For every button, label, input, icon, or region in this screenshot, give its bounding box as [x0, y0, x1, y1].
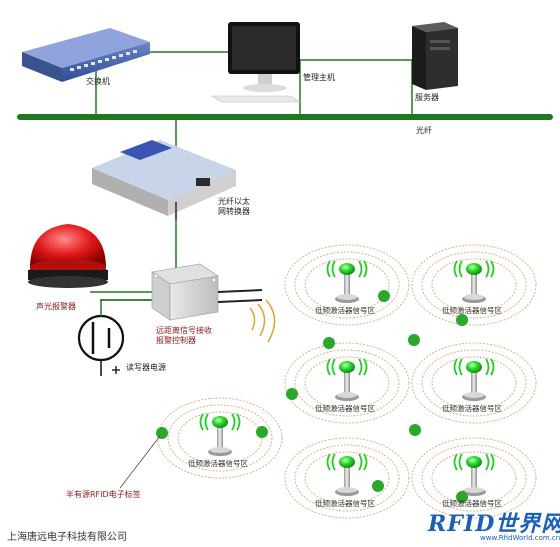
label-alarm: 声光报警器 — [36, 302, 76, 311]
host-computer — [210, 22, 302, 103]
antenna-pole — [471, 466, 477, 490]
rfid-tags — [156, 290, 468, 503]
zone-label-3: 低频激活器信号区 — [315, 404, 375, 413]
activator-zones — [157, 244, 537, 519]
alarm-controller — [151, 263, 263, 321]
activator-antenna-head — [339, 361, 355, 373]
label-controller-1: 远距离信号接收 — [156, 326, 212, 335]
power-source-symbol — [77, 299, 155, 376]
zone-label-4: 低频激活器信号区 — [442, 404, 502, 413]
zone-label-1: 低频激活器信号区 — [315, 306, 375, 315]
activator-zone-2 — [411, 244, 537, 326]
antenna-pole — [344, 371, 350, 395]
zone-label-2: 低频激活器信号区 — [442, 306, 502, 315]
footer-company: 上海唐远电子科技有限公司 — [7, 532, 127, 543]
antenna-pole — [471, 273, 477, 297]
label-converter-2: 网转换器 — [218, 207, 250, 216]
activator-zone-4 — [411, 342, 537, 424]
rfid-tag-dot — [156, 427, 168, 439]
zone-label-6: 低频激活器信号区 — [315, 499, 375, 508]
rfid-tag-dot — [456, 491, 468, 503]
label-converter-1: 光纤以太 — [218, 197, 250, 206]
label-host: 管理主机 — [303, 73, 335, 82]
activator-antenna-head — [466, 456, 482, 468]
media-converter — [92, 140, 236, 220]
rfid-tag-dot — [456, 314, 468, 326]
zone-label-5: 低频激活器信号区 — [188, 459, 248, 468]
logo-url: www.RfidWorld.com.cn — [480, 534, 560, 542]
activator-zone-1 — [284, 244, 410, 326]
antenna-pole — [217, 426, 223, 450]
activator-antenna-head — [339, 263, 355, 275]
label-power: 读写器电源 — [126, 363, 166, 372]
activator-antenna-head — [466, 361, 482, 373]
label-tag: 半有源RFID电子标签 — [66, 490, 141, 499]
rfid-tag-dot — [286, 388, 298, 400]
activator-zone-7 — [411, 437, 537, 519]
label-controller-2: 报警控制器 — [156, 336, 196, 345]
antenna-pole — [344, 466, 350, 490]
rfid-world-logo: RFID世界网 www.RfidWorld.com.cn — [428, 506, 560, 544]
rfid-tag-dot — [409, 424, 421, 436]
label-fiber: 光纤 — [416, 126, 432, 135]
activator-antenna-head — [466, 263, 482, 275]
label-switch: 交换机 — [86, 77, 110, 86]
antenna-pole — [471, 371, 477, 395]
rfid-tag-dot — [408, 334, 420, 346]
alarm-beacon — [28, 224, 108, 288]
tag-callout-line — [119, 435, 161, 489]
activator-antenna-head — [212, 416, 228, 428]
activator-antenna-head — [339, 456, 355, 468]
switch-device — [22, 28, 150, 82]
zone-label-7: 低频激活器信号区 — [442, 499, 502, 508]
rfid-tag-dot — [372, 480, 384, 492]
rfid-tag-dot — [256, 426, 268, 438]
antenna-pole — [344, 273, 350, 297]
rfid-tag-dot — [323, 337, 335, 349]
rfid-tag-dot — [378, 290, 390, 302]
activator-zone-3 — [284, 342, 410, 424]
activator-zone-6 — [284, 437, 410, 519]
controller-signal-arcs — [249, 299, 276, 343]
logo-text: RFID世界网 — [428, 511, 560, 537]
server-tower — [412, 22, 458, 90]
label-server: 服务器 — [415, 93, 439, 102]
